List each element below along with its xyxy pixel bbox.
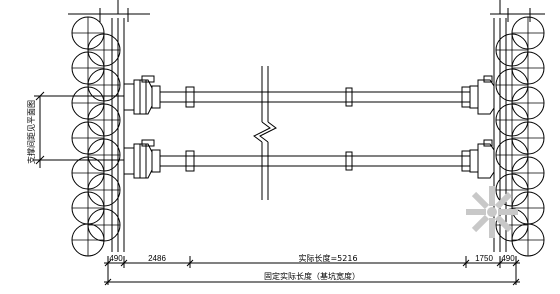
vertical-dimension — [34, 91, 124, 168]
break-line — [253, 66, 277, 200]
dim-total: 固定实际长度（基坑宽度） — [264, 271, 360, 281]
lower-strut — [123, 139, 495, 179]
flower-watermark-icon — [466, 186, 518, 238]
dim-right-span: 1750 — [475, 254, 493, 263]
upper-strut — [123, 75, 495, 115]
dim-middle-span: 实际长度=5216 — [298, 253, 357, 263]
bottom-dimension — [104, 256, 520, 286]
dim-left-offset: 490 — [109, 254, 123, 263]
left-waler — [111, 18, 125, 252]
dim-left-span: 2486 — [148, 254, 166, 263]
top-ticks — [68, 0, 545, 22]
left-pile-wall — [71, 16, 121, 257]
vertical-label: 支撑间距见平面图 — [26, 100, 36, 164]
dim-right-offset: 490 — [501, 254, 515, 263]
